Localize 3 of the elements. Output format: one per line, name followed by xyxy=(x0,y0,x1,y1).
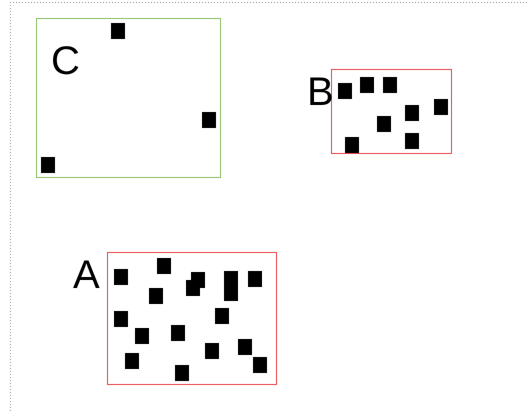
region-label: C xyxy=(51,41,80,81)
rectangle-frame xyxy=(36,18,221,178)
region-label: A xyxy=(73,255,100,295)
